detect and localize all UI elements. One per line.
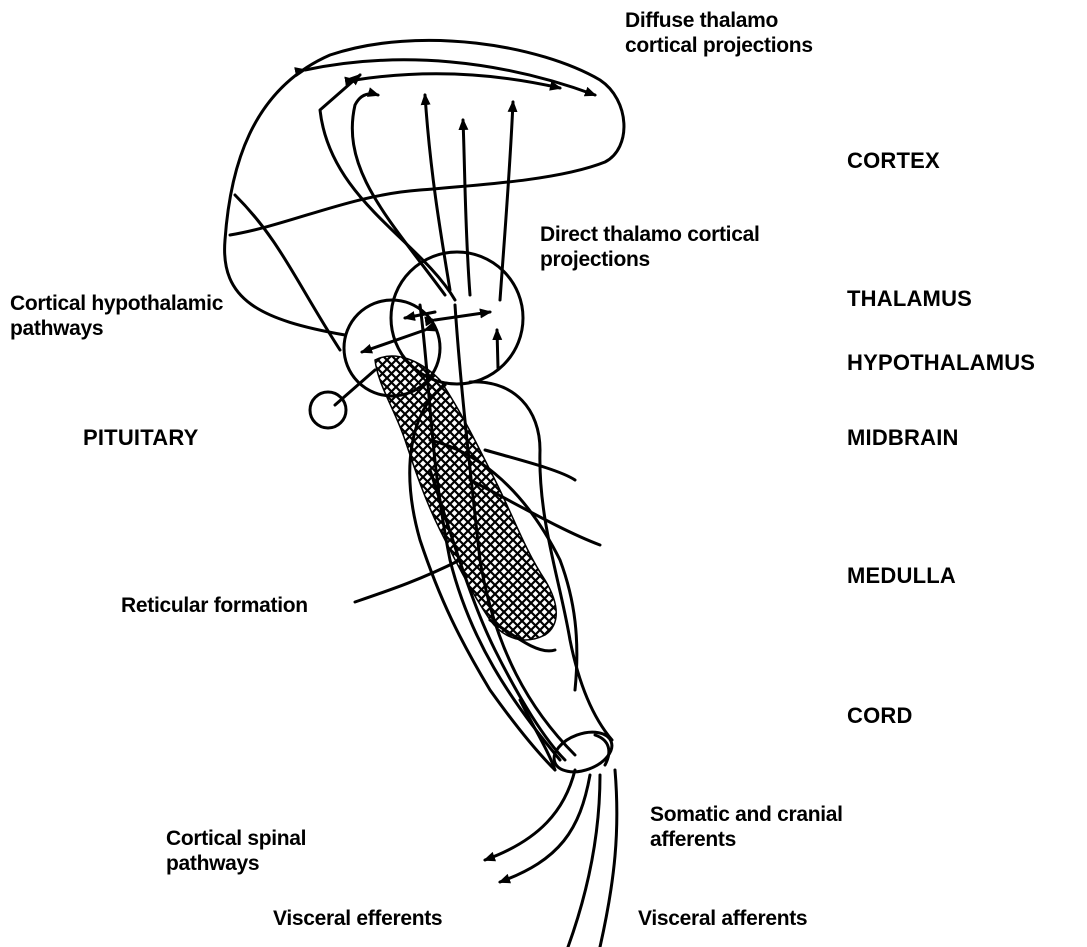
somatic-cranial-afferents-label: Somatic and cranial afferents <box>650 802 843 852</box>
hypothalamus-label: HYPOTHALAMUS <box>847 350 1035 376</box>
direct-projections-label: Direct thalamo cortical projections <box>540 222 760 272</box>
pituitary-circle <box>310 392 346 428</box>
cortical-hypothalamic-label: Cortical hypothalamic pathways <box>10 291 223 341</box>
cortical-spinal-tract <box>485 770 575 860</box>
visceral-efferent-tract <box>500 775 590 882</box>
cortex-label: CORTEX <box>847 148 940 174</box>
pituitary-label: PITUITARY <box>83 425 198 451</box>
thalamic-fibre <box>425 95 450 290</box>
diffuse-projection-arc <box>305 60 595 95</box>
thalamic-fibre <box>352 94 445 295</box>
somatic-afferent-tract <box>600 770 617 947</box>
diffuse-projections-label: Diffuse thalamo cortical projections <box>625 8 813 58</box>
reticular-hatch <box>375 356 556 640</box>
thalamic-internal-arrow <box>435 312 490 320</box>
thalamus-label: THALAMUS <box>847 286 972 312</box>
reticular-leader <box>355 560 460 602</box>
visceral-efferents-label: Visceral efferents <box>273 906 442 931</box>
midbrain-label: MIDBRAIN <box>847 425 959 451</box>
thalamic-fibre <box>463 120 470 295</box>
medulla-label: MEDULLA <box>847 563 956 589</box>
cortical-spinal-label: Cortical spinal pathways <box>166 826 306 876</box>
reticular-formation-label: Reticular formation <box>121 593 308 618</box>
thalamic-internal-arrow <box>497 330 498 368</box>
cortical-hypothalamic-pathway <box>235 195 340 350</box>
cord-label: CORD <box>847 703 913 729</box>
visceral-afferents-label: Visceral afferents <box>638 906 807 931</box>
